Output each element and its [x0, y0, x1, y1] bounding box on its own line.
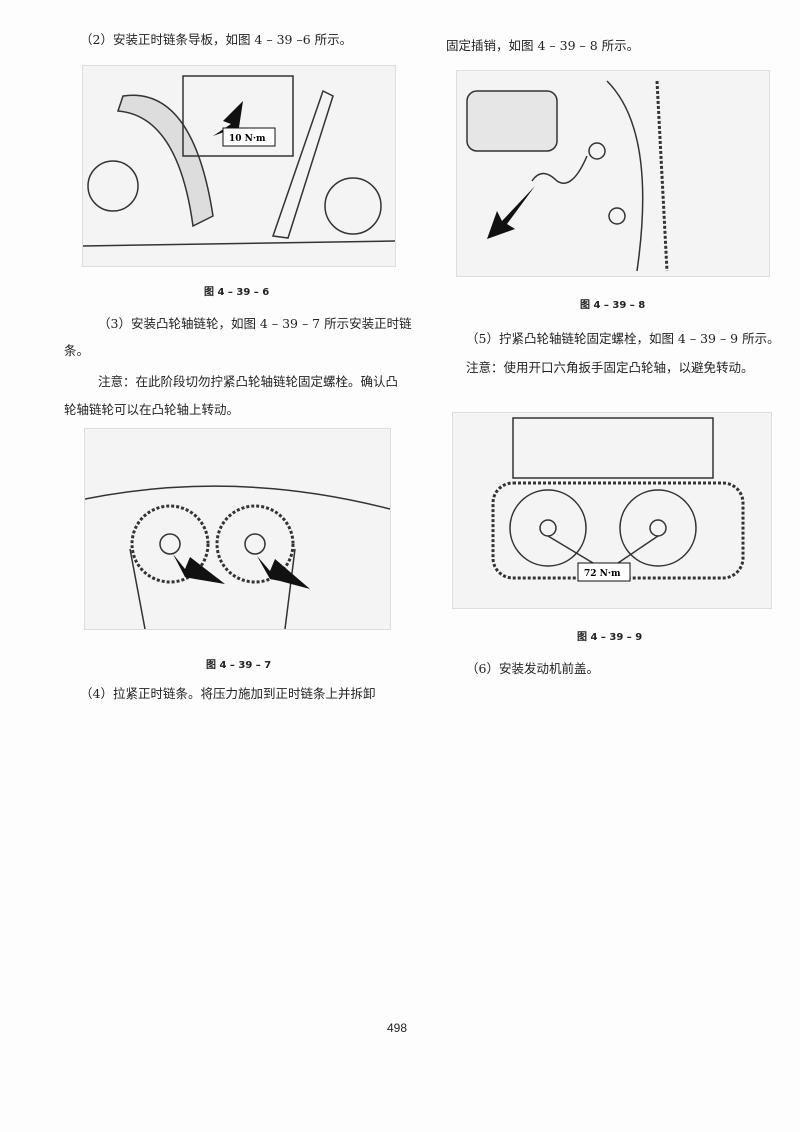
figure-caption: 图 4 – 39 – 9	[577, 632, 643, 643]
note-text: 注意：在此阶段切勿拧紧凸轮轴链轮固定螺栓。确认凸	[98, 374, 399, 389]
torque-label: 10 N·m	[229, 134, 266, 144]
step-4-text-cont: 固定插销，如图 4 – 39 – 8 所示。	[446, 38, 640, 53]
fixing-pin-illustration	[466, 80, 669, 272]
step-4-text: （4）拉紧正时链条。将压力施加到正时链条上并拆卸	[80, 686, 376, 701]
engine-chain-guide-illustration: 10 N·m	[83, 75, 395, 247]
step-5-text: （5）拧紧凸轮轴链轮固定螺栓，如图 4 – 39 – 9 所示。	[466, 331, 780, 346]
step-3-text-cont: 条。	[64, 343, 90, 358]
step-6-text: （6）安装发动机前盖。	[466, 661, 599, 676]
figure-4-39-8	[456, 70, 770, 277]
figure-4-39-9: 72 N·m	[452, 412, 772, 609]
step-3-text: （3）安装凸轮轴链轮，如图 4 – 39 – 7 所示安装正时链	[98, 316, 412, 331]
figure-4-39-6: 10 N·m	[82, 65, 396, 267]
sprocket-bolt-torque-illustration: 72 N·m	[491, 417, 745, 582]
torque-label: 72 N·m	[584, 569, 621, 579]
figure-4-39-7	[84, 428, 391, 630]
step-2-text: （2）安装正时链条导板，如图 4 – 39 –6 所示。	[80, 32, 353, 47]
camshaft-sprocket-illustration	[85, 485, 390, 629]
page-number: 498	[387, 1021, 408, 1035]
figure-caption: 图 4 – 39 – 7	[206, 660, 272, 671]
note-text: 注意：使用开口六角扳手固定凸轮轴，以避免转动。	[466, 360, 754, 375]
note-text-cont: 轮轴链轮可以在凸轮轴上转动。	[64, 402, 240, 417]
figure-caption: 图 4 – 39 – 8	[580, 300, 646, 311]
figure-caption: 图 4 – 39 – 6	[204, 287, 270, 298]
